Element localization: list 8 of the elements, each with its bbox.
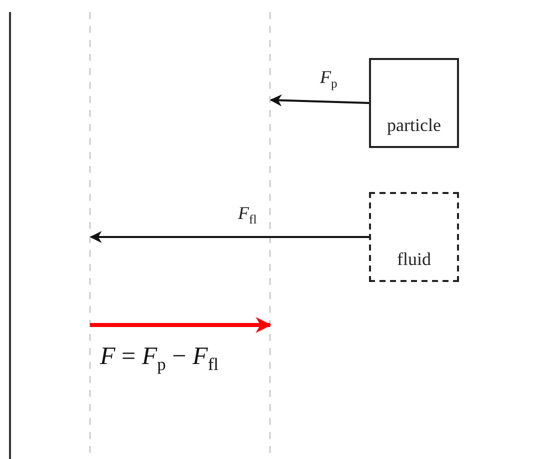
fluid-box (369, 192, 459, 282)
formula-label: F = F$_{p}$ − F$_{fl}$ (100, 343, 219, 375)
node-label: fluid (397, 249, 431, 270)
force-arrow (270, 94, 370, 106)
force-arrow (90, 231, 369, 243)
node-label: particle (387, 115, 441, 136)
edge-label: F$_{p}$ (318, 68, 340, 92)
particle-box (369, 58, 459, 148)
